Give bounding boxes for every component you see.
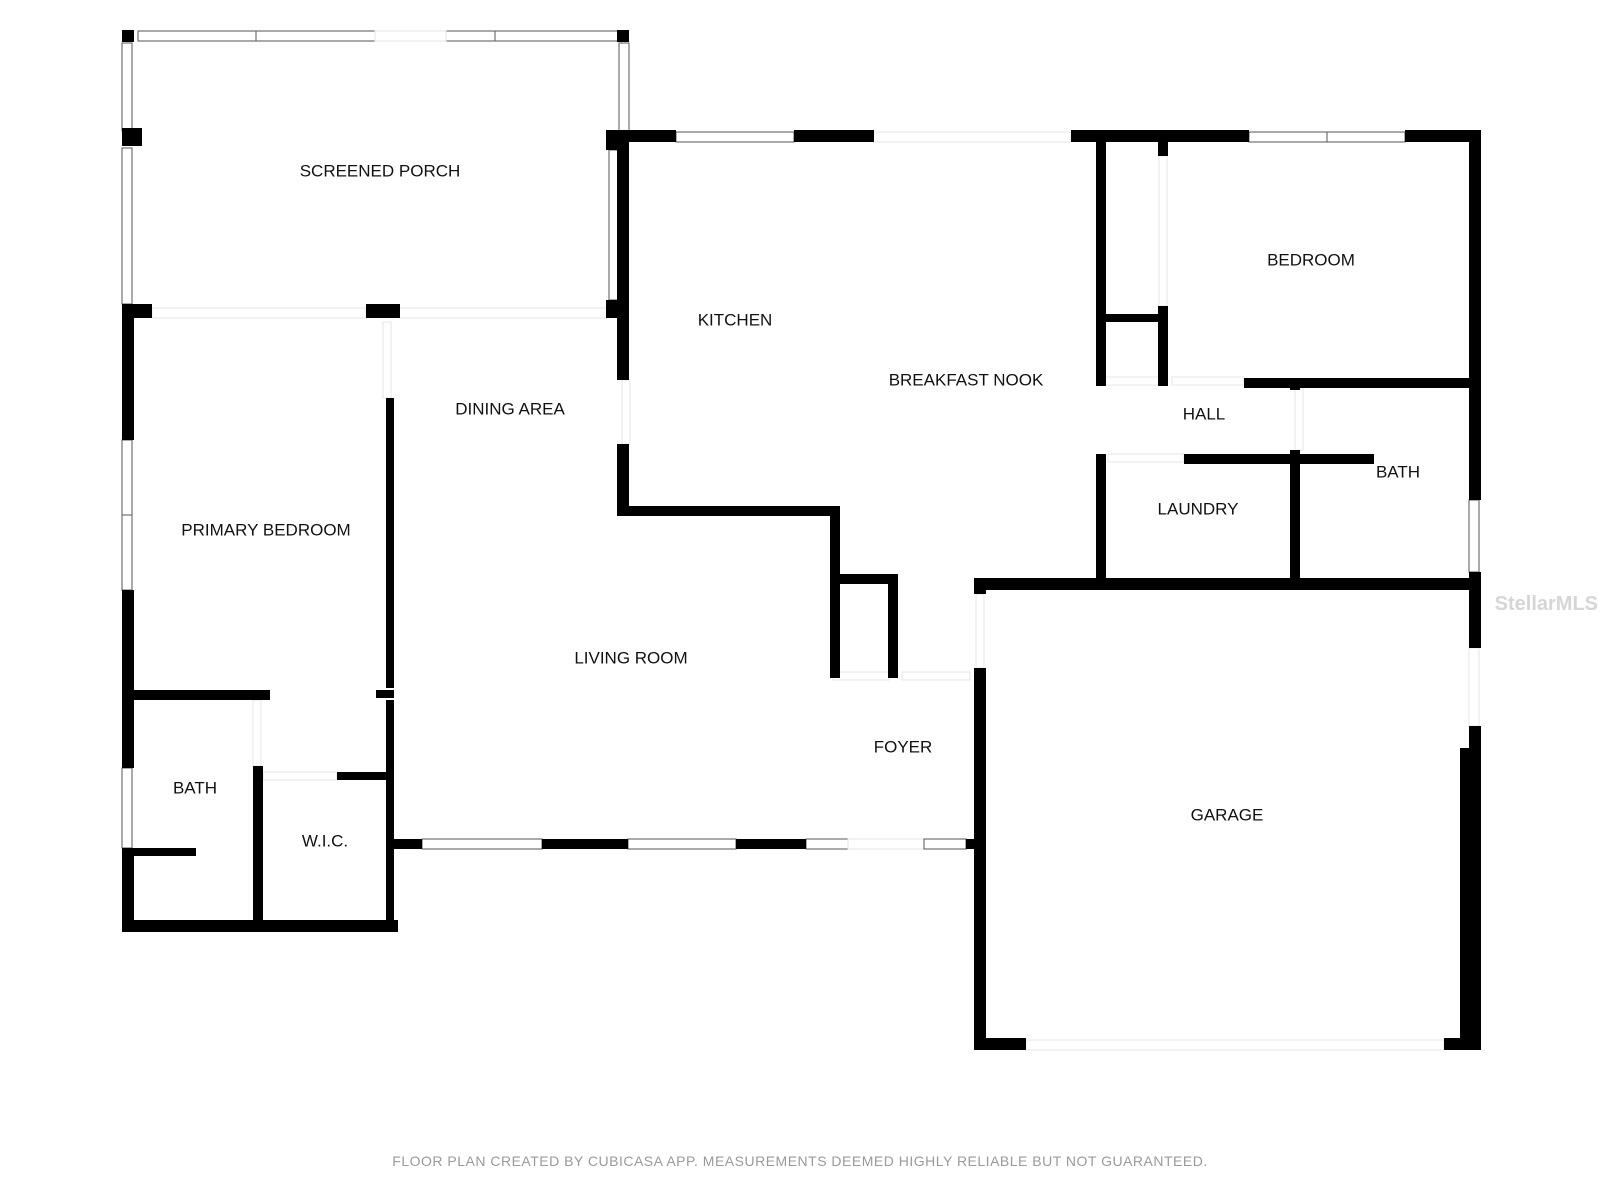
wall [122, 30, 134, 42]
opening [901, 671, 971, 681]
wall [974, 1038, 1026, 1050]
room-label-laundry: LAUNDRY [1158, 499, 1239, 518]
wall [1444, 1038, 1481, 1050]
room-label-kitchen: KITCHEN [698, 310, 773, 329]
wall [966, 839, 978, 849]
room-label-dining-area: DINING AREA [455, 399, 565, 418]
wall [1158, 130, 1168, 156]
wall [974, 578, 986, 594]
opening [252, 699, 262, 767]
window [1468, 499, 1480, 573]
windows-layer [121, 30, 1480, 1051]
opening [382, 321, 392, 399]
wall [1290, 450, 1300, 588]
wall [1469, 572, 1481, 648]
wall [1096, 314, 1166, 322]
room-label-living-room: LIVING ROOM [574, 648, 687, 667]
window [121, 147, 133, 305]
opening [1107, 453, 1185, 463]
room-label-breakfast-nook: BREAKFAST NOOK [889, 370, 1044, 389]
room-label-hall: HALL [1183, 404, 1226, 423]
room-label-wic: W.I.C. [302, 831, 348, 850]
window [121, 767, 133, 849]
wall [617, 130, 629, 380]
room-labels: SCREENED PORCH KITCHEN BREAKFAST NOOK BE… [173, 161, 1420, 850]
wall [1405, 130, 1481, 142]
wall [1184, 454, 1374, 464]
window [121, 42, 133, 132]
wall [122, 920, 398, 932]
wall [386, 700, 394, 930]
opening [151, 307, 367, 319]
garage-door [1025, 1039, 1445, 1051]
wall [974, 668, 986, 1050]
wall [830, 506, 840, 678]
walls-layer [122, 30, 1481, 1050]
wall [1460, 748, 1472, 1048]
wall [1469, 130, 1481, 500]
wall [622, 130, 676, 142]
wall [388, 839, 422, 849]
wall [974, 578, 1481, 590]
wall [1096, 454, 1106, 588]
wall [794, 130, 874, 142]
room-label-screened-porch: SCREENED PORCH [300, 161, 461, 180]
room-label-garage: GARAGE [1191, 805, 1264, 824]
wall [337, 772, 394, 780]
opening [975, 593, 985, 669]
wall [830, 574, 896, 584]
wall [376, 690, 394, 698]
room-label-bedroom: BEDROOM [1267, 250, 1355, 269]
room-label-bath-primary: BATH [173, 778, 217, 797]
opening [621, 379, 631, 445]
opening [1294, 387, 1304, 451]
wall [253, 766, 263, 930]
wall [1096, 130, 1106, 386]
opening [872, 131, 1072, 143]
wall [736, 839, 806, 849]
watermark-logo: StellarMLS [1495, 593, 1598, 615]
wall [366, 304, 400, 318]
wall [617, 506, 839, 516]
room-label-foyer: FOYER [874, 737, 933, 756]
opening [1468, 647, 1480, 727]
opening [262, 771, 338, 781]
opening [374, 30, 447, 42]
footer-disclaimer: FLOOR PLAN CREATED BY CUBICASA APP. MEAS… [392, 1153, 1207, 1169]
opening [847, 838, 925, 850]
wall [386, 398, 394, 688]
wall [1244, 378, 1480, 388]
window [421, 838, 543, 850]
wall [1158, 306, 1168, 386]
opening [1101, 376, 1163, 386]
wall [122, 690, 270, 700]
wall [617, 30, 629, 42]
window [627, 838, 737, 850]
wall [122, 128, 142, 146]
opening [1158, 155, 1168, 307]
wall [122, 590, 134, 768]
window [675, 131, 795, 143]
opening [397, 307, 609, 319]
window [805, 838, 849, 850]
wall [122, 304, 134, 440]
window [923, 838, 967, 850]
wall [617, 444, 629, 516]
window [445, 30, 619, 42]
window [618, 42, 630, 132]
opening [832, 671, 890, 681]
wall [132, 848, 196, 856]
opening [1171, 376, 1245, 386]
wall [888, 574, 898, 678]
room-label-primary-bedroom: PRIMARY BEDROOM [181, 520, 350, 539]
wall [542, 839, 628, 849]
room-label-bath-hall: BATH [1376, 462, 1420, 481]
wall [1290, 378, 1300, 390]
wall [122, 848, 134, 930]
